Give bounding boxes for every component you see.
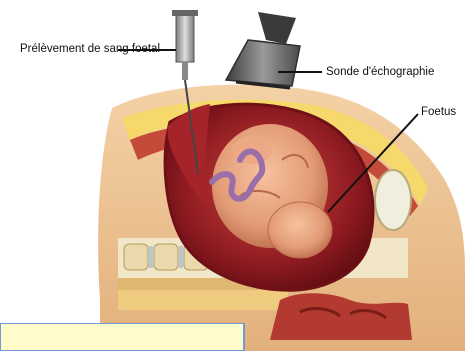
ultrasound-probe — [226, 12, 300, 88]
bladder — [375, 170, 411, 230]
label-fetus: Foetus — [421, 106, 456, 119]
label-ultrasound-probe: Sonde d'échographie — [326, 66, 434, 79]
label-fetal-blood-sampling: Prélèvement de sang foetal — [20, 43, 116, 56]
caption-box — [0, 323, 245, 351]
